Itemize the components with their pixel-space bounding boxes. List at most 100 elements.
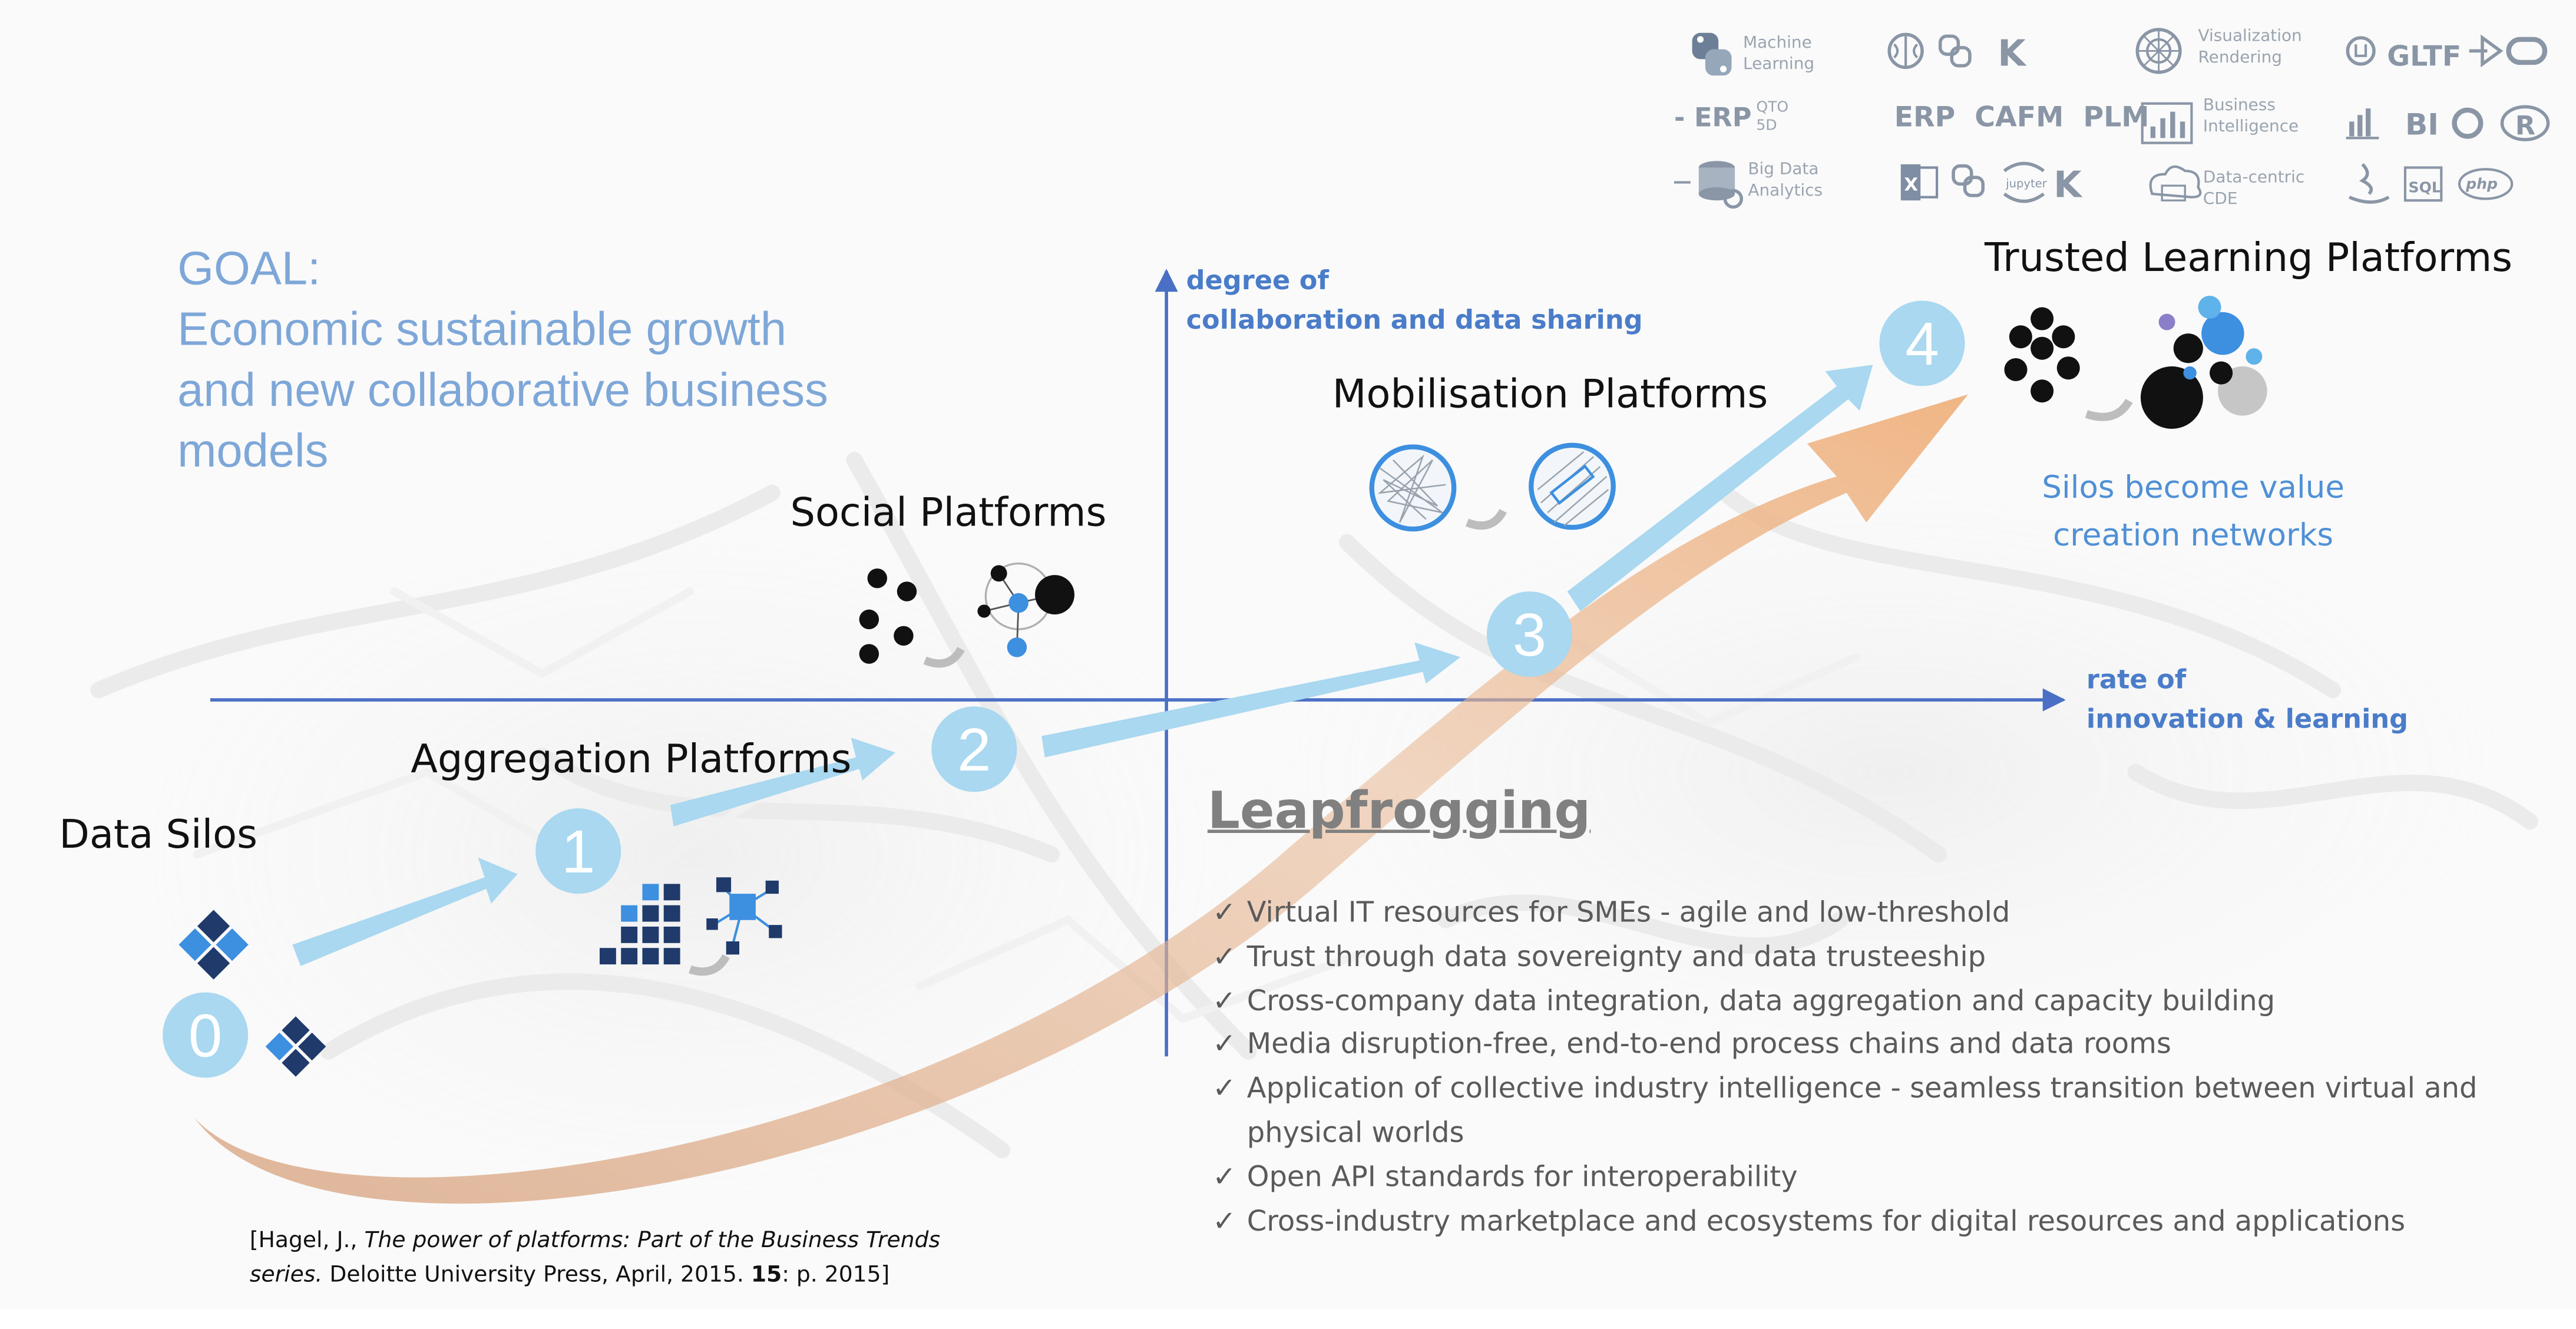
aggregation-icon [599, 877, 782, 976]
x-axis-label: rate of innovation & learning [2086, 660, 2408, 739]
goal-line-3: models [177, 425, 329, 478]
qto-label: QTO 5D [1756, 100, 1788, 136]
machine-learning-label: Machine Learning [1743, 33, 1814, 76]
list-item-text: Media disruption-free, end-to-end proces… [1246, 1029, 2171, 1062]
list-item: ✓ Open API standards for interoperability [1212, 1156, 2551, 1201]
checkmark-icon: ✓ [1212, 1205, 1236, 1238]
list-item-text: Virtual IT resources for SMEs - agile an… [1246, 897, 2010, 930]
trusted-learning-subtitle: Silos become value creation networks [1980, 465, 2407, 560]
x-axis-label-line-2: innovation & learning [2086, 703, 2409, 735]
stage-number-1: 1 [561, 818, 595, 885]
stage-circle-2 [931, 706, 1017, 792]
jupyter-icon [2003, 161, 2045, 203]
list-item: ✓ Application of collective industry inte… [1212, 1068, 2551, 1156]
checkmark-icon: ✓ [1212, 985, 1236, 1018]
checkmark-icon: ✓ [1212, 1073, 1236, 1106]
k-letter-1: K [1998, 33, 2027, 75]
progression-arrows [292, 365, 1873, 966]
stage-number-2: 2 [957, 716, 991, 783]
arrow-1-to-2 [670, 738, 895, 827]
r-label: R [2515, 111, 2535, 141]
unreal-icon [2346, 36, 2376, 66]
java-icon [2349, 163, 2390, 204]
citation-pre: [Hagel, J., [249, 1227, 365, 1254]
qto-line-2: 5D [1756, 118, 1777, 135]
list-item: ✓ Cross-industry marketplace and ecosyste… [1212, 1201, 2551, 1245]
stage-circle-4 [1879, 300, 1965, 386]
stage-title-data-silos: Data Silos [59, 811, 258, 858]
arrow-0-to-1 [292, 857, 518, 966]
leapfrogging-title: Leapfrogging [1207, 782, 1591, 841]
stage-number-4: 4 [1905, 310, 1939, 378]
list-item: ✓ Cross-company data integration, data ag… [1212, 980, 2551, 1024]
checkmark-icon: ✓ [1212, 1029, 1236, 1062]
cloud-cde-icon [2149, 165, 2202, 201]
circle-logo-icon [2452, 107, 2484, 139]
trusted-learning-icon [2004, 296, 2267, 429]
excel-letter: X [1904, 175, 1918, 196]
mobilisation-platforms-icon [1369, 442, 1616, 532]
stage-title-trusted-learning: Trusted Learning Platforms [1984, 234, 2513, 281]
goal-text: GOAL: Economic sustainable growth and ne… [177, 240, 828, 483]
cde-line-1: Data-centric [2203, 169, 2305, 187]
qto-line-1: QTO [1756, 100, 1789, 117]
trusted-subtitle-line-2: creation networks [2053, 517, 2334, 554]
y-axis-label: degree of collaboration and data sharing [1186, 261, 1643, 340]
tool-icons: X [1674, 28, 2550, 209]
cde-line-2: CDE [2203, 190, 2238, 209]
database-icon [1674, 161, 1744, 209]
checkmark-icon: ✓ [1212, 941, 1236, 974]
visualization-icon [2135, 28, 2182, 74]
goal-line-2: and new collaborative business [177, 365, 828, 418]
ml-label-line-2: Learning [1743, 55, 1815, 74]
business-intelligence-label: Business Intelligence [2203, 95, 2299, 138]
stage-title-mobilisation: Mobilisation Platforms [1332, 371, 1768, 418]
checkmark-icon: ✓ [1212, 1161, 1236, 1194]
goal-heading: GOAL: [177, 243, 321, 296]
stage-title-social: Social Platforms [790, 490, 1107, 536]
k-letter-2: K [2053, 164, 2083, 206]
bar-chart-icon [2346, 108, 2379, 140]
big-data-label: Big Data Analytics [1748, 160, 1823, 203]
sql-icon [2403, 166, 2443, 202]
stage-circle-0 [163, 992, 249, 1078]
chart-bi-icon [2141, 102, 2193, 144]
jupyter-label: jupyter [2005, 177, 2047, 190]
arrow-2-to-3 [1041, 642, 1461, 758]
stage-circle-1 [535, 808, 621, 894]
y-axis-label-line-2: collaboration and data sharing [1186, 303, 1643, 335]
bigdata-line-1: Big Data [1748, 161, 1819, 179]
list-item-text: Open API standards for interoperability [1246, 1161, 1798, 1194]
stage-title-aggregation: Aggregation Platforms [411, 736, 852, 782]
erp-prefix-label: - ERP [1674, 101, 1752, 133]
list-item: ✓Trust through data sovereignty and data… [1212, 936, 2551, 980]
python-icon-2 [1952, 164, 1985, 197]
list-item-text: Cross-industry marketplace and ecosystem… [1246, 1205, 2406, 1238]
viz-line-2: Rendering [2198, 49, 2282, 68]
python-ml-icon [1692, 32, 1732, 76]
stage-circle-3 [1486, 591, 1572, 677]
sql-label: SQL [2409, 178, 2441, 196]
list-item: ✓ Virtual IT resources for SMEs - agile a… [1212, 892, 2551, 936]
bi-line-2: Intelligence [2203, 118, 2299, 137]
php-icon [2458, 168, 2514, 200]
data-centric-cde-label: Data-centric CDE [2203, 167, 2304, 210]
goal-line-1: Economic sustainable growth [177, 303, 787, 357]
checkmark-icon: ✓ [1212, 897, 1236, 930]
list-item-text: Application of collective industry intel… [1246, 1073, 2478, 1151]
bigdata-line-2: Analytics [1748, 182, 1823, 201]
stage-number-3: 3 [1513, 601, 1546, 669]
x-axis-label-line-1: rate of [2086, 663, 2187, 695]
leapfrogging-list: ✓ Virtual IT resources for SMEs - agile a… [1212, 892, 2551, 1244]
viz-line-1: Visualization [2198, 28, 2302, 47]
python-icon [1938, 34, 1972, 68]
brain-icon [1887, 32, 1924, 70]
unity-icon [2469, 34, 2504, 68]
arrow-3-to-4 [1567, 365, 1873, 611]
social-platforms-icon [859, 562, 1074, 668]
list-item-text: Cross-company data integration, data agg… [1246, 985, 2276, 1018]
citation: [Hagel, J., The power of platforms: Part… [250, 1224, 940, 1293]
citation-page: : p. 2015] [782, 1261, 890, 1288]
